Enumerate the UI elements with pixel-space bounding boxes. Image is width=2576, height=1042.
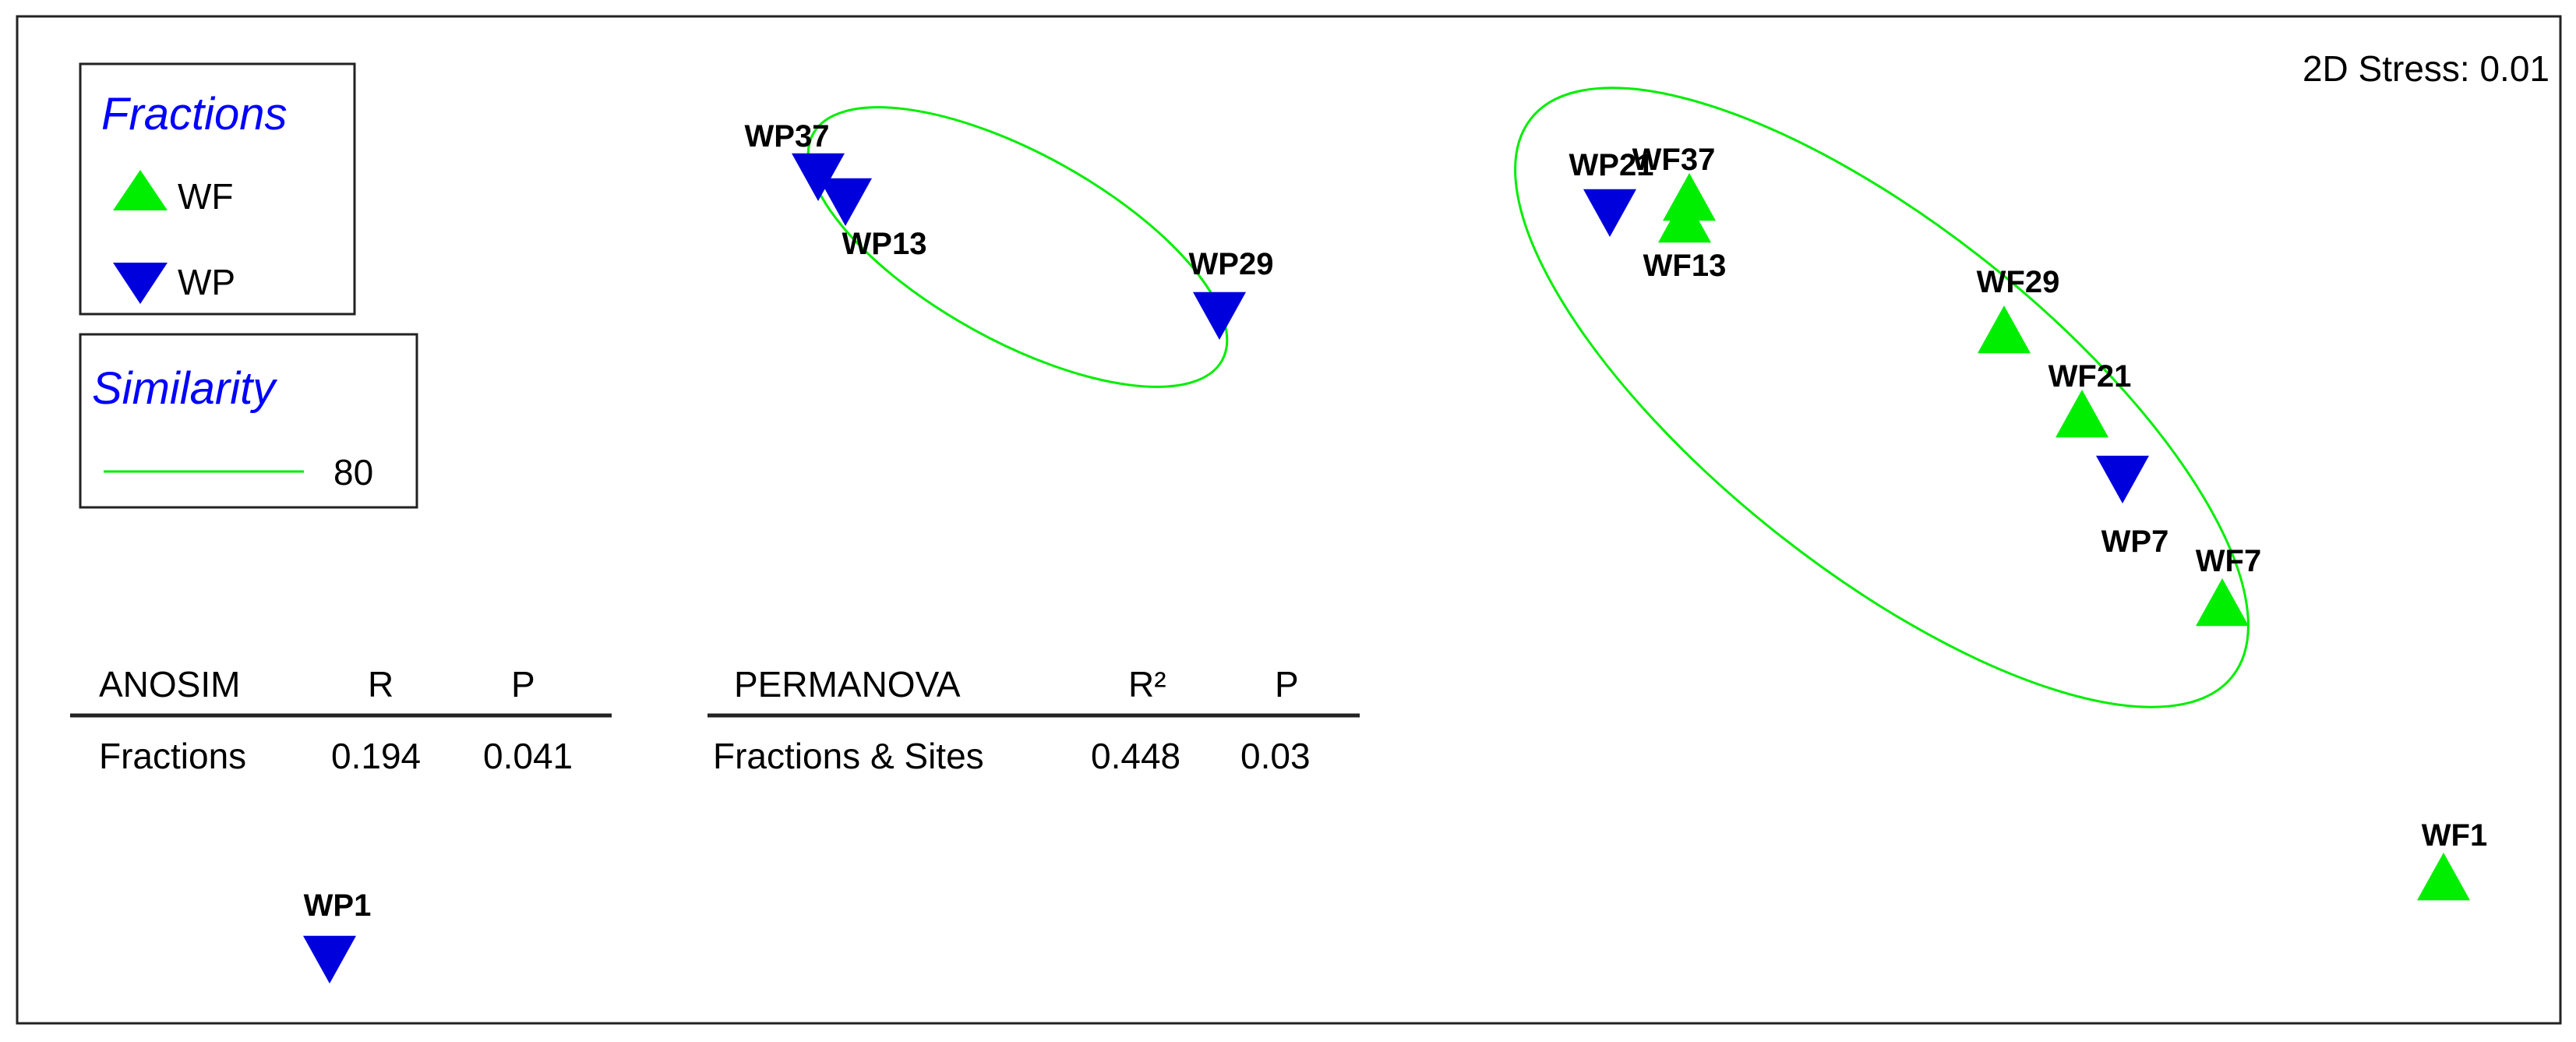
permanova-header-name: PERMANOVA	[734, 664, 961, 705]
point-marker-wp1	[303, 935, 356, 984]
point-marker-wp29	[1193, 291, 1246, 340]
point-label-wf21: WF21	[2048, 359, 2132, 394]
anosim-row-name: Fractions	[99, 736, 246, 776]
similarity-legend-box	[79, 333, 418, 509]
anosim-row-r: 0.194	[331, 736, 421, 776]
point-marker-wf1	[2417, 853, 2470, 901]
point-marker-wp7	[2096, 455, 2149, 503]
point-marker-wp37	[792, 153, 845, 201]
permanova-row-name: Fractions & Sites	[713, 736, 984, 776]
point-marker-wp13	[819, 178, 872, 226]
point-label-wf29: WF29	[1977, 265, 2060, 299]
permanova-header-p: P	[1275, 664, 1299, 705]
similarity-legend-value: 80	[333, 452, 373, 493]
permanova-table: PERMANOVA R² P Fractions & Sites 0.448 0…	[708, 664, 1360, 776]
similarity-ellipse-wp-cluster	[806, 106, 1229, 388]
point-marker-wf37	[1663, 173, 1716, 221]
point-label-wf7: WF7	[2196, 544, 2261, 578]
anosim-header-name: ANOSIM	[99, 664, 240, 705]
legend-wp-marker	[113, 263, 168, 304]
similarity-legend-title: Similarity	[92, 363, 277, 414]
point-marker-wf29	[1978, 306, 2031, 354]
legend-wf-label: WF	[178, 176, 234, 217]
similarity-ellipse-wf-cluster	[1514, 87, 2250, 708]
permanova-header-r2: R²	[1128, 664, 1166, 705]
anosim-row-p: 0.041	[483, 736, 573, 776]
point-label-wf37: WF37	[1632, 143, 1716, 177]
point-label-wp13: WP13	[842, 227, 927, 261]
similarity-legend: Similarity 80	[79, 333, 418, 509]
stress-label: 2D Stress: 0.01	[2303, 48, 2550, 89]
legend-wf-marker	[113, 170, 168, 210]
point-marker-wf13	[1658, 195, 1711, 243]
point-label-wf13: WF13	[1643, 249, 1727, 283]
point-marker-wf21	[2056, 390, 2108, 438]
point-label-wp1: WP1	[304, 888, 372, 923]
legend-wp-label: WP	[178, 262, 235, 302]
plot-frame	[16, 15, 2562, 1025]
point-label-wp37: WP37	[745, 119, 830, 154]
point-marker-wp21	[1583, 189, 1636, 237]
point-label-wp21: WP21	[1569, 148, 1654, 182]
fractions-legend: Fractions WF WP	[79, 62, 356, 316]
permanova-row-p: 0.03	[1240, 736, 1311, 776]
permanova-row-r2: 0.448	[1091, 736, 1180, 776]
point-label-wf1: WF1	[2422, 818, 2487, 853]
fractions-legend-title: Fractions	[101, 89, 288, 140]
point-marker-wf7	[2196, 578, 2249, 627]
point-label-wp7: WP7	[2101, 525, 2169, 559]
anosim-table: ANOSIM R P Fractions 0.194 0.041	[70, 664, 612, 776]
anosim-header-p: P	[511, 664, 535, 705]
point-label-wp29: WP29	[1189, 247, 1274, 281]
anosim-header-r: R	[368, 664, 393, 705]
